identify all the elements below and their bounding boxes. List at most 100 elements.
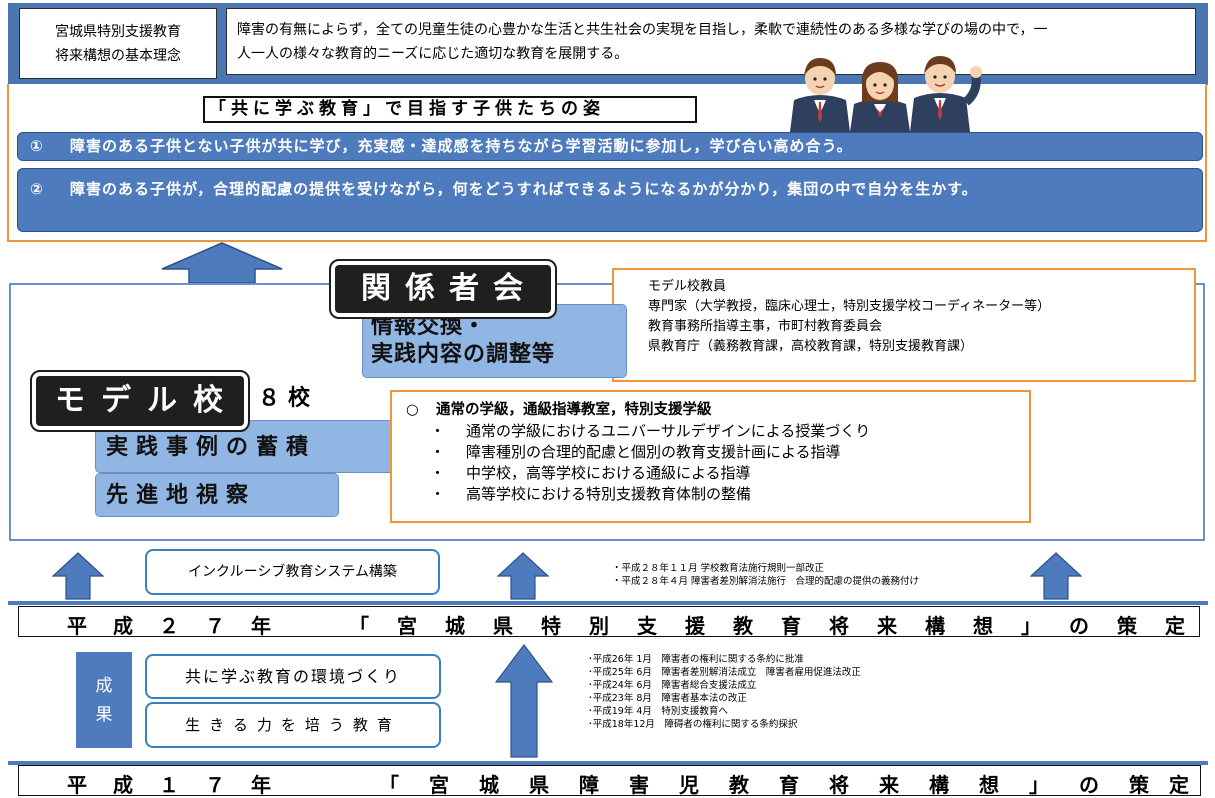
bar-char: 来 bbox=[877, 614, 897, 637]
bar-char: 成 bbox=[113, 773, 133, 796]
principle-text: 障害の有無によらず，全ての児童生徒の心豊かな生活と共生社会の実現を目指し，柔軟で… bbox=[226, 8, 1196, 75]
member-line: 教育事務所指導主事，市町村教育委員会 bbox=[648, 319, 883, 334]
bar-char: 障 bbox=[579, 773, 599, 796]
note-line: ･平成23年 8月 障害者基本法の改正 bbox=[588, 693, 747, 704]
up-arrow-icon bbox=[161, 242, 283, 284]
class-point-text: 通常の学級におけるユニバーサルデザインによる授業づくり bbox=[466, 422, 871, 440]
principle-label-line: 宮城県特別支援教育 bbox=[55, 23, 181, 40]
bar-char: 「 bbox=[349, 614, 369, 637]
aims-title: 「共に学ぶ教育」で目指す子供たちの姿 bbox=[203, 96, 697, 123]
bar-char: 定 bbox=[1169, 773, 1189, 796]
activity-visit: 先進地視察 bbox=[95, 473, 339, 517]
class-types-heading-text: 通常の学級，通級指導教室，特別支援学級 bbox=[436, 402, 712, 418]
h17-notes: ･平成26年 1月 障害者の権利に関する条約に批准 ･平成25年 6月 障害者差… bbox=[588, 653, 861, 731]
bullet: ・ bbox=[430, 422, 446, 440]
bar-char: 将 bbox=[829, 614, 849, 637]
bar-char: ２ bbox=[159, 614, 179, 637]
bar-char: 想 bbox=[979, 773, 999, 796]
principle-text-line: 障害の有無によらず，全ての児童生徒の心豊かな生活と共生社会の実現を目指し，柔軟で… bbox=[237, 22, 1048, 38]
bar-char: 城 bbox=[445, 614, 465, 637]
bar-char: 構 bbox=[925, 614, 945, 637]
principle-label: 宮城県特別支援教育 将来構想の基本理念 bbox=[19, 8, 217, 79]
bullet: ・ bbox=[430, 443, 446, 461]
bar-char: 平 bbox=[67, 614, 87, 637]
up-arrow-icon bbox=[497, 552, 549, 600]
member-line: モデル校教員 bbox=[648, 279, 727, 294]
environment-box: 共に学ぶ教育の環境づくり bbox=[145, 654, 441, 699]
bar-char: 宮 bbox=[397, 614, 417, 637]
bar-char: 宮 bbox=[429, 773, 449, 796]
bar-char: 年 bbox=[251, 614, 271, 637]
principle-text-line: 人一人の様々な教育的ニーズに応じた適切な教育を展開する。 bbox=[237, 46, 629, 62]
bar-char: 県 bbox=[493, 614, 513, 637]
bar-char: 城 bbox=[479, 773, 499, 796]
class-point: ・ 高等学校における特別支援教育体制の整備 bbox=[406, 484, 1029, 505]
aim-text: 障害のある子供とない子供が共に学び，充実感・達成感を持ちながら学習活動に参加し，… bbox=[70, 137, 853, 155]
bar-char: 別 bbox=[589, 614, 609, 637]
students-illustration bbox=[790, 56, 982, 132]
bar-char: 成 bbox=[113, 614, 133, 637]
bar-char: の bbox=[1069, 614, 1089, 637]
model-school-count: ８校 bbox=[258, 386, 319, 411]
h17-plan-bar: 平 成 １ ７ 年 「 宮 城 県 障 害 児 教 育 将 来 構 想 」 の … bbox=[18, 765, 1201, 796]
student-boy-left bbox=[790, 58, 850, 132]
committee-title: 関係者会 bbox=[329, 259, 557, 319]
class-point: ・ 中学校，高等学校における通級による指導 bbox=[406, 463, 1029, 484]
aim-text: 障害のある子供が，合理的配慮の提供を受けながら，何をどうすればできるようになるか… bbox=[70, 180, 978, 198]
note-line: ･平成26年 1月 障害者の権利に関する条約に批准 bbox=[588, 654, 804, 665]
class-point-text: 高等学校における特別支援教育体制の整備 bbox=[466, 485, 752, 503]
bar-char: １ bbox=[159, 773, 179, 796]
bar-char: ７ bbox=[205, 773, 225, 796]
task-line: 実践内容の調整等 bbox=[371, 342, 556, 367]
class-types-box: ○ 通常の学級，通級指導教室，特別支援学級 ・ 通常の学級におけるユニバーサルデザ… bbox=[390, 390, 1031, 523]
bar-char: 害 bbox=[629, 773, 649, 796]
h27-bar-accent bbox=[8, 601, 1208, 605]
bar-char: 教 bbox=[733, 614, 753, 637]
bar-char: 将 bbox=[829, 773, 849, 796]
member-line: 県教育庁（義務教育課，高校教育課，特別支援教育課） bbox=[648, 339, 974, 354]
bar-char: 平 bbox=[67, 773, 87, 796]
bar-char: 「 bbox=[379, 773, 399, 796]
bullet: ・ bbox=[430, 464, 446, 482]
model-school-title: モデル校 bbox=[30, 370, 250, 432]
up-arrow-icon bbox=[52, 552, 104, 600]
bar-char: 策 bbox=[1117, 614, 1137, 637]
aim-number: ① bbox=[30, 137, 44, 155]
class-types-heading: ○ 通常の学級，通級指導教室，特別支援学級 bbox=[406, 400, 1029, 421]
inclusive-system-box: インクルーシブ教育システム構築 bbox=[145, 549, 440, 595]
bar-char: 想 bbox=[973, 614, 993, 637]
student-boy-right bbox=[910, 56, 982, 132]
bar-char: 援 bbox=[685, 614, 705, 637]
bar-char: 育 bbox=[781, 614, 801, 637]
bar-char: 特 bbox=[541, 614, 561, 637]
up-arrow-icon bbox=[495, 644, 553, 758]
note-line: ・平成２８年４月 障害者差別解消法施行 合理的配慮の提供の義務付け bbox=[612, 576, 920, 587]
bar-char: 構 bbox=[929, 773, 949, 796]
class-point-text: 中学校，高等学校における通級による指導 bbox=[466, 464, 751, 482]
h17-bar-accent bbox=[8, 761, 1208, 765]
h27-notes: ・平成２８年１１月 学校教育法施行規則一部改正 ・平成２８年４月 障害者差別解消… bbox=[612, 562, 919, 588]
bullet: ・ bbox=[430, 485, 446, 503]
note-line: ･平成24年 6月 障害者総合支援法成立 bbox=[588, 680, 757, 691]
note-line: ･平成19年 4月 特別支援教育へ bbox=[588, 706, 728, 717]
life-skills-box: 生きる力を培う教育 bbox=[145, 702, 441, 748]
class-point-text: 障害種別の合理的配慮と個別の教育支援計画による指導 bbox=[466, 443, 841, 461]
note-line: ･平成25年 6月 障害者差別解消法成立 障害者雇用促進法改正 bbox=[588, 667, 861, 678]
bar-char: 来 bbox=[879, 773, 899, 796]
results-label-char: 果 bbox=[95, 705, 113, 725]
bar-char: ７ bbox=[205, 614, 225, 637]
note-line: ・平成２８年１１月 学校教育法施行規則一部改正 bbox=[612, 563, 825, 574]
member-line: 専門家（大学教授，臨床心理士，特別支援学校コーディネーター等） bbox=[648, 299, 1051, 314]
class-point: ・ 通常の学級におけるユニバーサルデザインによる授業づくり bbox=[406, 421, 1029, 442]
results-label-char: 成 bbox=[95, 676, 113, 696]
bar-char: 育 bbox=[779, 773, 799, 796]
up-arrow-icon bbox=[1030, 552, 1082, 600]
aim-item-1: ① 障害のある子供とない子供が共に学び，充実感・達成感を持ちながら学習活動に参加し… bbox=[17, 132, 1203, 161]
h27-plan-bar: 平 成 ２ ７ 年 「 宮 城 県 特 別 支 援 教 育 将 来 構 想 」 … bbox=[18, 606, 1200, 637]
circle-mark: ○ bbox=[406, 402, 419, 418]
bar-char: 」 bbox=[1029, 773, 1049, 796]
bar-char: 児 bbox=[679, 773, 699, 796]
committee-members: モデル校教員 専門家（大学教授，臨床心理士，特別支援学校コーディネーター等） 教… bbox=[612, 268, 1196, 382]
note-line: ･平成18年12月 障碍者の権利に関する条約採択 bbox=[588, 719, 798, 730]
